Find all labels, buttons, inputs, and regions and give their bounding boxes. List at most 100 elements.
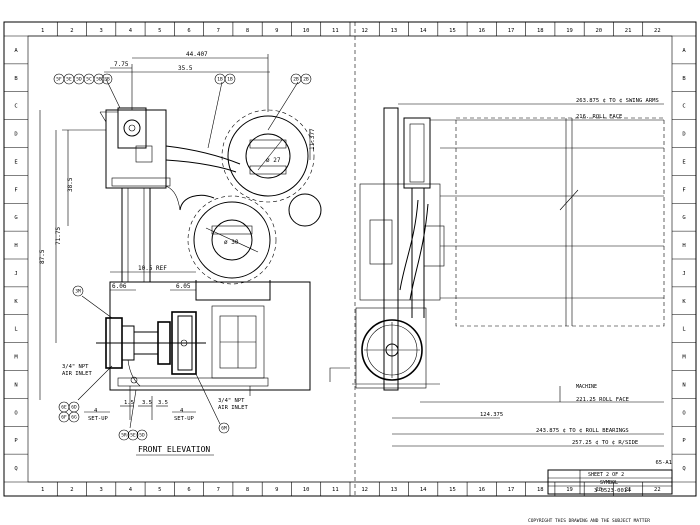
grid-row-label: D	[682, 132, 685, 138]
dim-bottom-e: 3.5	[158, 400, 168, 406]
grid-column-label: 3	[100, 487, 103, 493]
grid-row-label: E	[14, 159, 17, 165]
grid-column-label: 4	[129, 487, 133, 493]
grid-column-label: 5	[158, 487, 161, 493]
callout-roll-face-top: 216. ROLL FACE	[576, 114, 622, 120]
balloon-label: 6G	[71, 415, 77, 421]
side-elevation-view: 263.875 ¢ TO ¢ SWING ARMS 216. ROLL FACE…	[329, 98, 665, 447]
balloon-label: 5E	[66, 77, 72, 83]
grid-column-label: 3	[100, 28, 103, 34]
grid-column-label: 1	[41, 487, 44, 493]
grid-column-label: 22	[654, 487, 661, 493]
balloon-label: 5B	[96, 77, 102, 83]
grid-row-label: C	[14, 104, 17, 110]
title-block-number: 3-0523-0014	[594, 488, 631, 494]
grid-column-label: 21	[625, 487, 632, 493]
grid-row-label: M	[14, 355, 18, 361]
balloon-label: 1B	[217, 77, 223, 83]
grid-row-label: N	[14, 382, 17, 388]
balloon-label: 6F	[61, 415, 67, 421]
grid-column-label: 17	[508, 28, 515, 34]
grid-row-label: F	[14, 187, 17, 193]
lower-roll	[179, 194, 277, 301]
balloon-3m: 3M	[72, 285, 84, 297]
grid-row-label: J	[682, 271, 685, 277]
upper-bracket	[117, 107, 147, 149]
grid-row-label: F	[682, 187, 685, 193]
grid-row-label: J	[14, 271, 17, 277]
border-frame	[3, 21, 697, 497]
grid-column-label: 13	[391, 28, 398, 34]
grid-column-label: 21	[625, 28, 632, 34]
dim-bottom-d: 3.5	[142, 400, 152, 406]
grid-column-label: 20	[596, 28, 603, 34]
grid-row-label: L	[14, 327, 18, 333]
dim-overall-width: 44.407	[186, 51, 208, 58]
dim-roll-dia: ø 27	[266, 157, 281, 164]
grid-column-label: 5	[158, 28, 161, 34]
upper-column-frame	[105, 109, 167, 189]
grid-column-label: 7	[217, 28, 220, 34]
grid-row-label: O	[14, 410, 17, 416]
balloon-6m: 6M	[218, 422, 230, 434]
note-air-inlet-left-size: 3/4" NPT	[62, 364, 89, 370]
grid-column-label: 16	[478, 487, 485, 493]
dim-mid-span: 10.5 REF	[138, 265, 167, 272]
dim-height-1: 38.5	[67, 177, 74, 192]
grid-row-label: H	[14, 243, 17, 249]
grid-column-label: 10	[303, 28, 310, 34]
grid-column-label: 2	[70, 487, 73, 493]
balloon-label: 5E	[130, 433, 136, 439]
dim-bottom-a: 4	[94, 408, 98, 414]
grid-row-label: K	[682, 299, 686, 305]
grid-column-label: 18	[537, 28, 544, 34]
right-air-hub	[171, 311, 197, 375]
callout-roll-bearings: 243.875 ¢ TO ¢ ROLL BEARINGS	[536, 428, 629, 434]
grid-column-label: 22	[654, 28, 661, 34]
grid-column-label: 17	[508, 487, 515, 493]
note-air-inlet-right: AIR INLET	[218, 405, 248, 411]
grid-row-label: G	[682, 215, 685, 221]
grid-row-label: A	[682, 48, 686, 54]
callout-machine: MACHINE	[576, 384, 597, 390]
base-frame	[109, 281, 311, 391]
balloon-leaders	[77, 78, 299, 429]
grid-column-label: 18	[537, 487, 544, 493]
grid-column-label: 7	[217, 487, 220, 493]
grid-row-label: B	[682, 76, 686, 82]
dim-setup-right: SET-UP	[174, 416, 195, 422]
top-roll	[221, 109, 315, 203]
balloon-label: 5D	[76, 77, 82, 83]
grid-row-label: K	[14, 299, 18, 305]
grid-column-label: 15	[449, 28, 456, 34]
note-air-inlet-right-size: 3/4" NPT	[218, 398, 245, 404]
dim-top-offset: 7.75	[114, 61, 129, 68]
title-block-symbol: SYMBOL	[600, 480, 618, 486]
grid-column-label: 20	[596, 487, 603, 493]
dim-height-2: 71.75	[55, 227, 62, 245]
small-roll	[288, 193, 322, 227]
balloon-label: 6M	[221, 426, 227, 432]
view-title: FRONT ELEVATION	[138, 445, 210, 454]
dim-lower-dia: ø 30	[224, 239, 239, 246]
balloon-label: 3M	[75, 289, 81, 295]
balloon-label: 1B	[227, 77, 233, 83]
callout-dim-124: 124.375	[480, 412, 503, 418]
grid-row-label: Q	[14, 466, 17, 472]
grid-row-label: P	[682, 438, 686, 444]
grid-row-label: B	[14, 76, 18, 82]
balloon-label: 5F	[56, 77, 62, 83]
grid-column-label: 12	[361, 28, 368, 34]
grid-column-label: 1	[41, 28, 44, 34]
balloon-label: 5C	[86, 77, 92, 83]
dim-right-vertical: 11.377	[309, 128, 316, 150]
grid-column-label: 16	[478, 28, 485, 34]
balloons-bottom-left: 6E 6D 6F 6G	[58, 401, 80, 423]
grid-column-label: 8	[246, 487, 249, 493]
upper-pivot	[123, 119, 141, 137]
grid-row-label: M	[682, 355, 686, 361]
